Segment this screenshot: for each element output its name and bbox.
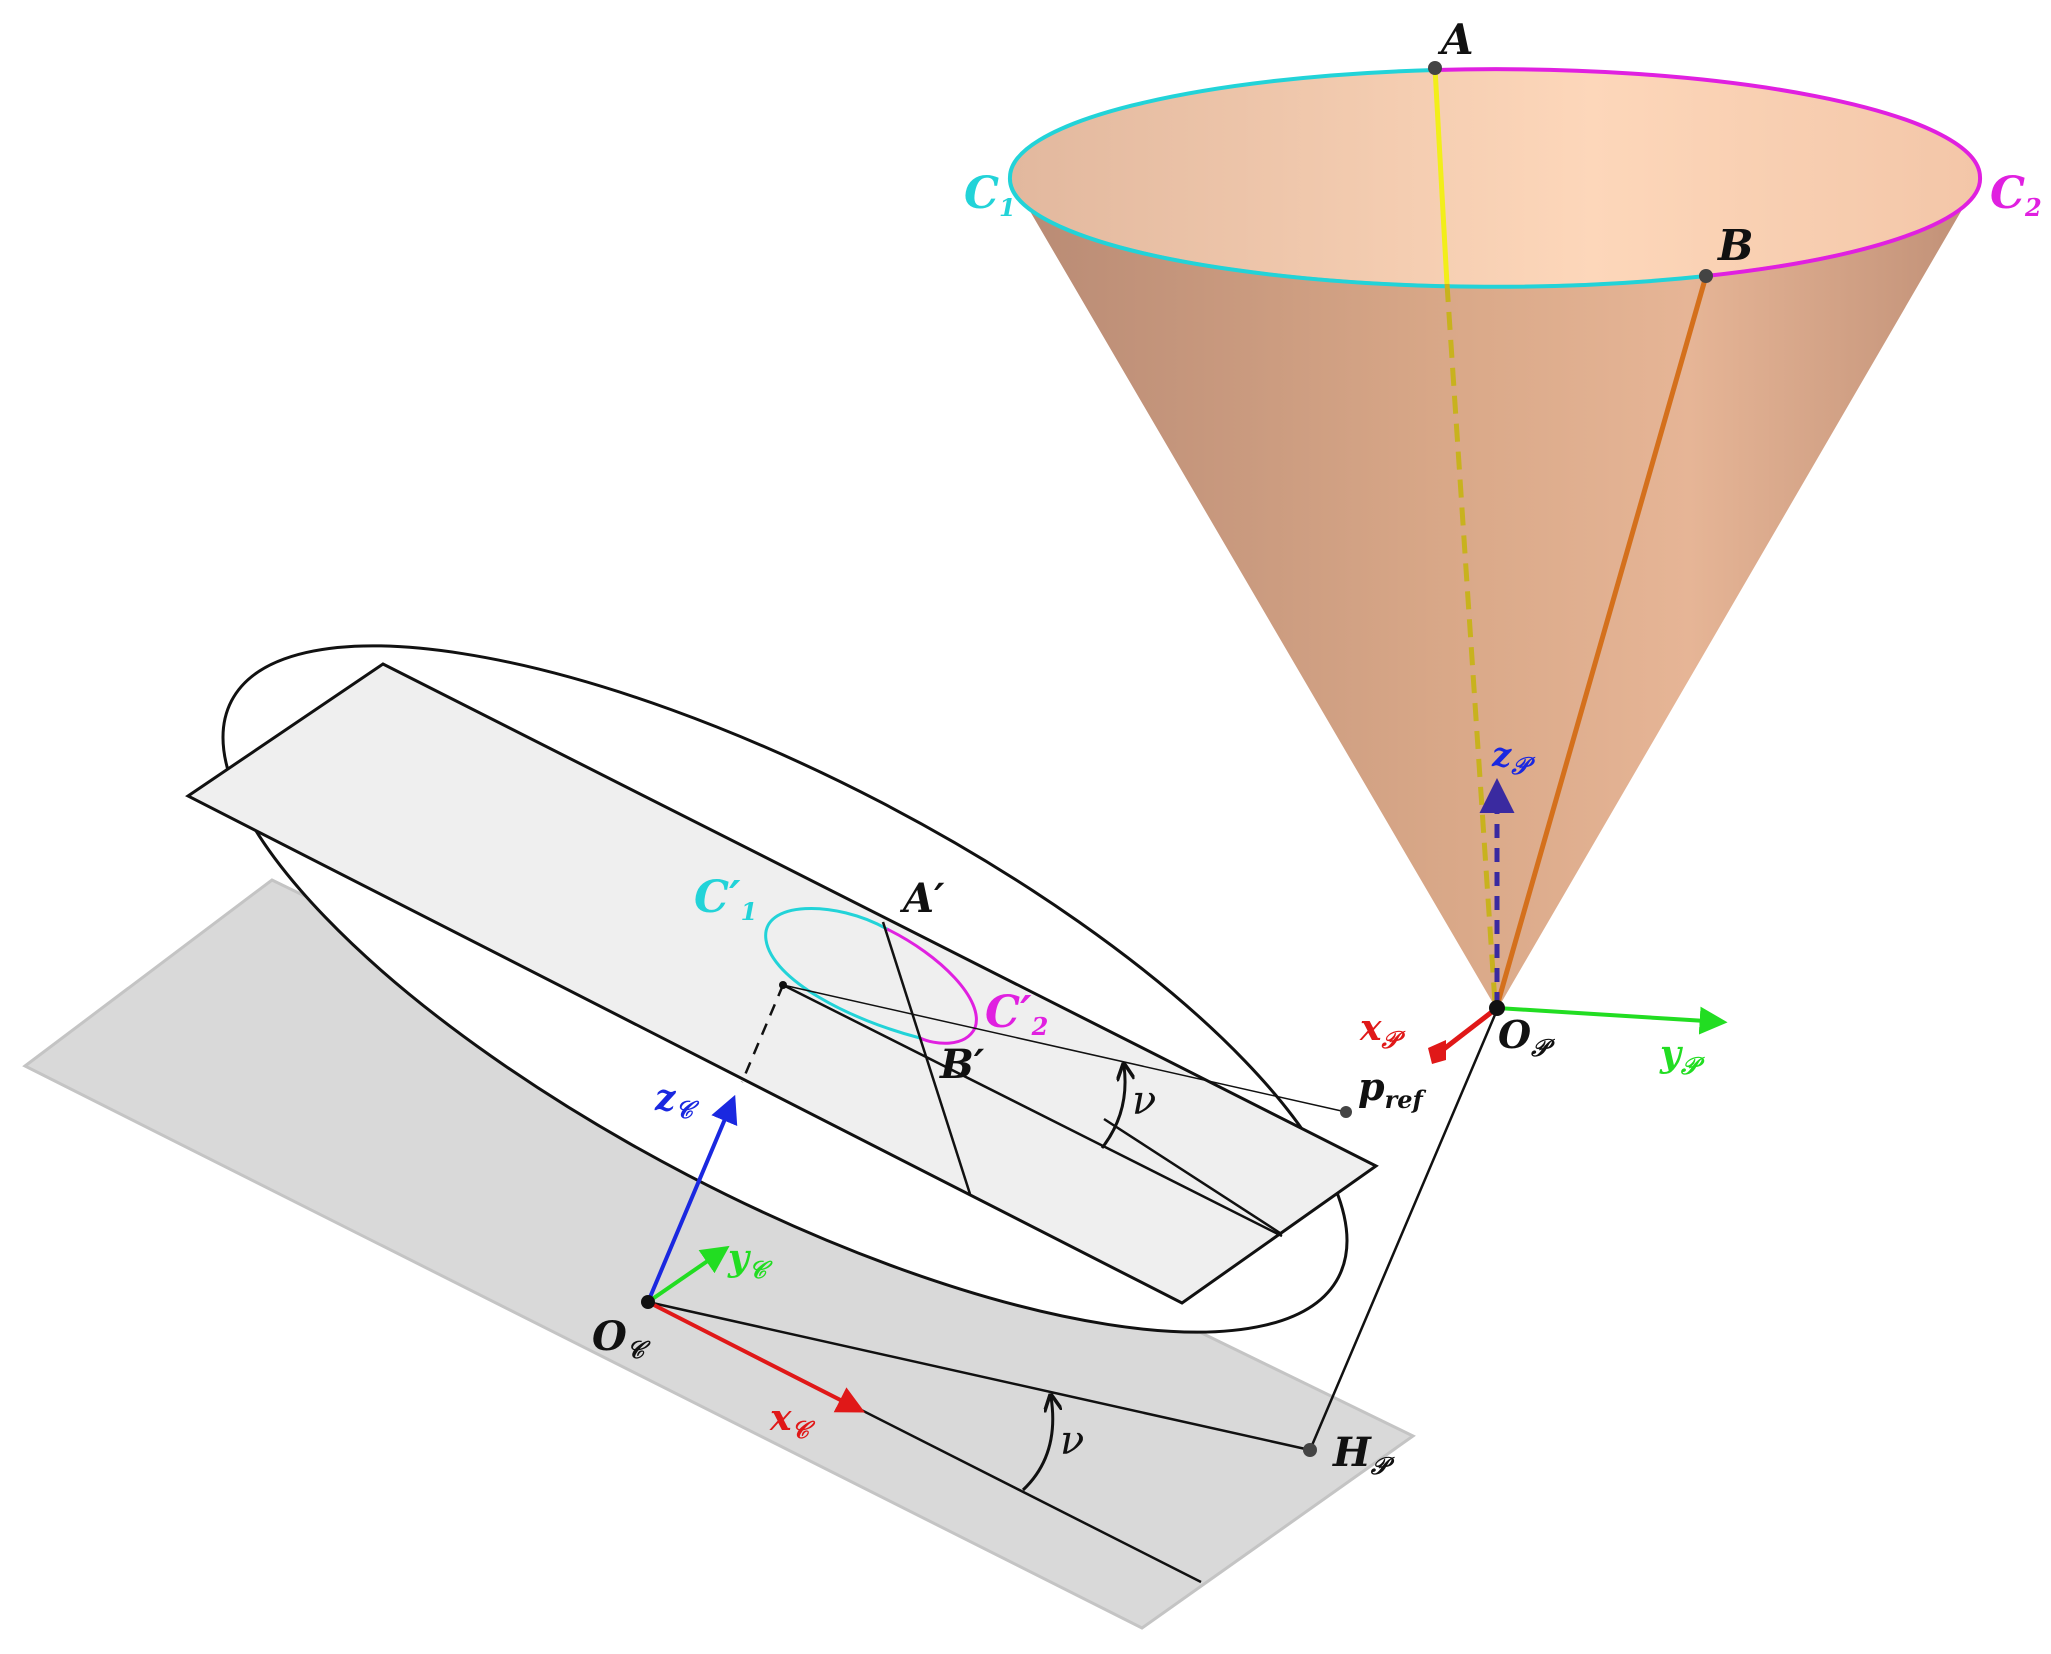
label-a: A (1437, 15, 1474, 64)
label-p-ref: pref (1358, 1064, 1426, 1114)
cone-body (1010, 177, 1981, 1010)
generator-b (1494, 275, 1709, 1007)
label-a-prime: A′ (899, 875, 945, 922)
label-c2: C2 (1990, 168, 2042, 222)
oc-to-hp-line (647, 1300, 1311, 1452)
image-z-axis-dashed (740, 984, 785, 1083)
x-p-axis-arrowhead (1428, 1040, 1446, 1064)
nu-angle-arc-upper (1100, 1066, 1125, 1149)
principal-point-to-pref-line (782, 984, 1347, 1113)
label-c1-prime: C′1 (694, 872, 757, 926)
y-c-axis-arrow (646, 1245, 730, 1304)
image-ellipse-c2-prime (886, 927, 978, 1045)
generator-a-solid (1432, 67, 1450, 285)
label-c1: C1 (964, 168, 1016, 222)
oc-point (641, 1295, 655, 1309)
generator-a-dashed (1444, 283, 1498, 1004)
y-p-axis-arrow (1496, 1006, 1728, 1035)
image-optical-axis-line (782, 983, 1283, 1238)
cone-cap (1010, 69, 1980, 285)
label-y-p: y𝒫 (1659, 1033, 1705, 1080)
label-o-p: O𝒫 (1498, 1012, 1555, 1062)
point-a (1428, 61, 1442, 75)
nu-angle-arc-lower (1021, 1397, 1053, 1492)
label-b: B (1717, 221, 1754, 270)
panel-inner-edge (1103, 1117, 1281, 1235)
pref-point (1340, 1106, 1352, 1118)
label-x-p: x𝒫 (1359, 1007, 1405, 1054)
op-to-hp-line (1308, 1009, 1499, 1451)
x-p-axis-arrow (1438, 1006, 1499, 1054)
x-c-axis-arrow (647, 1300, 865, 1413)
cone-rim-c2 (1434, 67, 1983, 278)
cone-rim-c1 (1007, 68, 1707, 289)
image-ellipse-c1-prime (764, 907, 921, 1040)
principal-point (779, 981, 787, 989)
op-point (1489, 1000, 1505, 1016)
point-b (1699, 269, 1713, 283)
label-nu-lower: ν (1060, 1418, 1084, 1464)
label-o-c: O𝒞 (592, 1313, 651, 1364)
z-c-axis-arrow (646, 1094, 738, 1303)
label-b-prime: B′ (939, 1041, 985, 1088)
label-nu-upper: ν (1132, 1078, 1156, 1124)
label-h-p: H𝒫 (1332, 1429, 1395, 1480)
hp-point (1303, 1443, 1317, 1457)
label-c2-prime: C′2 (985, 987, 1048, 1041)
